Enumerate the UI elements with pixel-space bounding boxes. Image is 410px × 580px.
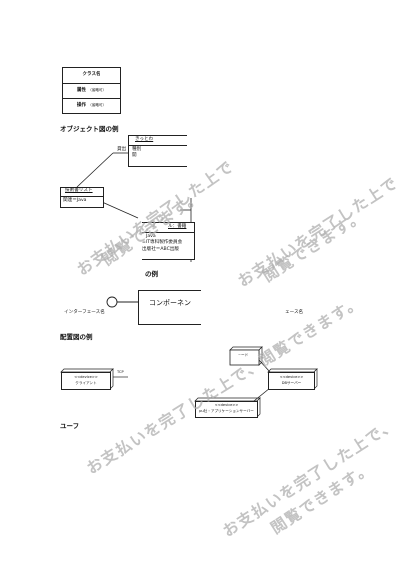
object-top: きっとわ 種別 開 (128, 135, 187, 167)
class-box: クラス名 属性 （省略可） 操作 （省略可） (62, 67, 121, 114)
object-book: ル：書籍 Java =IT専科製作委員会 出版社＝ABC出版 (142, 222, 195, 260)
usecase-diagram-title: ユーフ (60, 422, 80, 430)
registry-line: 関連＝Java (63, 197, 87, 203)
book-line3: 出版社＝ABC出版 (142, 246, 179, 252)
tcp-label: TCP (117, 370, 124, 374)
class-attr: 属性 (76, 87, 87, 93)
client-stereotype: <<device>> (74, 375, 98, 379)
class-op-note: （省略可） (88, 103, 107, 108)
db-node: <<device>> DBサーバー (268, 372, 315, 390)
top-node-label: ~ード (238, 353, 249, 357)
client-name: クライアント (75, 380, 97, 385)
class-attr-note: （省略可） (88, 88, 107, 93)
app-name: pu社・アプリケーションサーバー (199, 408, 254, 413)
interface-left-label: インターフェース名 (64, 310, 105, 315)
deployment-diagram-title: 配置図の例 (60, 333, 93, 341)
book-line1: Java (146, 233, 156, 239)
class-attr-cell: 属性 （省略可） (63, 84, 120, 99)
component-diagram-title: の例 (145, 270, 158, 278)
object-registry: 技術書リスト 関連＝Java (60, 187, 104, 208)
book-line2: =IT専科製作委員会 (142, 240, 183, 246)
object-top-line2: 開 (132, 153, 137, 159)
component-name: コンポーネン (149, 299, 191, 307)
registry-title: 技術書リスト (65, 188, 93, 193)
object-top-line1: 種別 (132, 146, 142, 152)
interface-right-label: ェース名 (285, 310, 304, 315)
class-name: クラス名 (82, 72, 101, 78)
book-title: ル：書籍 (168, 224, 187, 229)
app-node: <<device>> pu社・アプリケーションサーバー (195, 401, 258, 418)
object-diagram-title: オブジェクト図の例 (60, 125, 119, 133)
object-top-title: きっとわ (135, 137, 154, 142)
class-name-cell: クラス名 (63, 68, 120, 84)
lend-label: 貸出 (117, 147, 127, 152)
class-op-cell: 操作 （省略可） (63, 99, 120, 113)
class-op: 操作 (76, 102, 87, 108)
client-node: <<device>> クライアント (61, 372, 111, 390)
component-box: コンポーネン (138, 290, 201, 325)
app-stereotype: <<device>> (214, 403, 239, 407)
db-name: DBサーバー (281, 380, 302, 385)
db-stereotype: <<device>> (279, 375, 304, 379)
